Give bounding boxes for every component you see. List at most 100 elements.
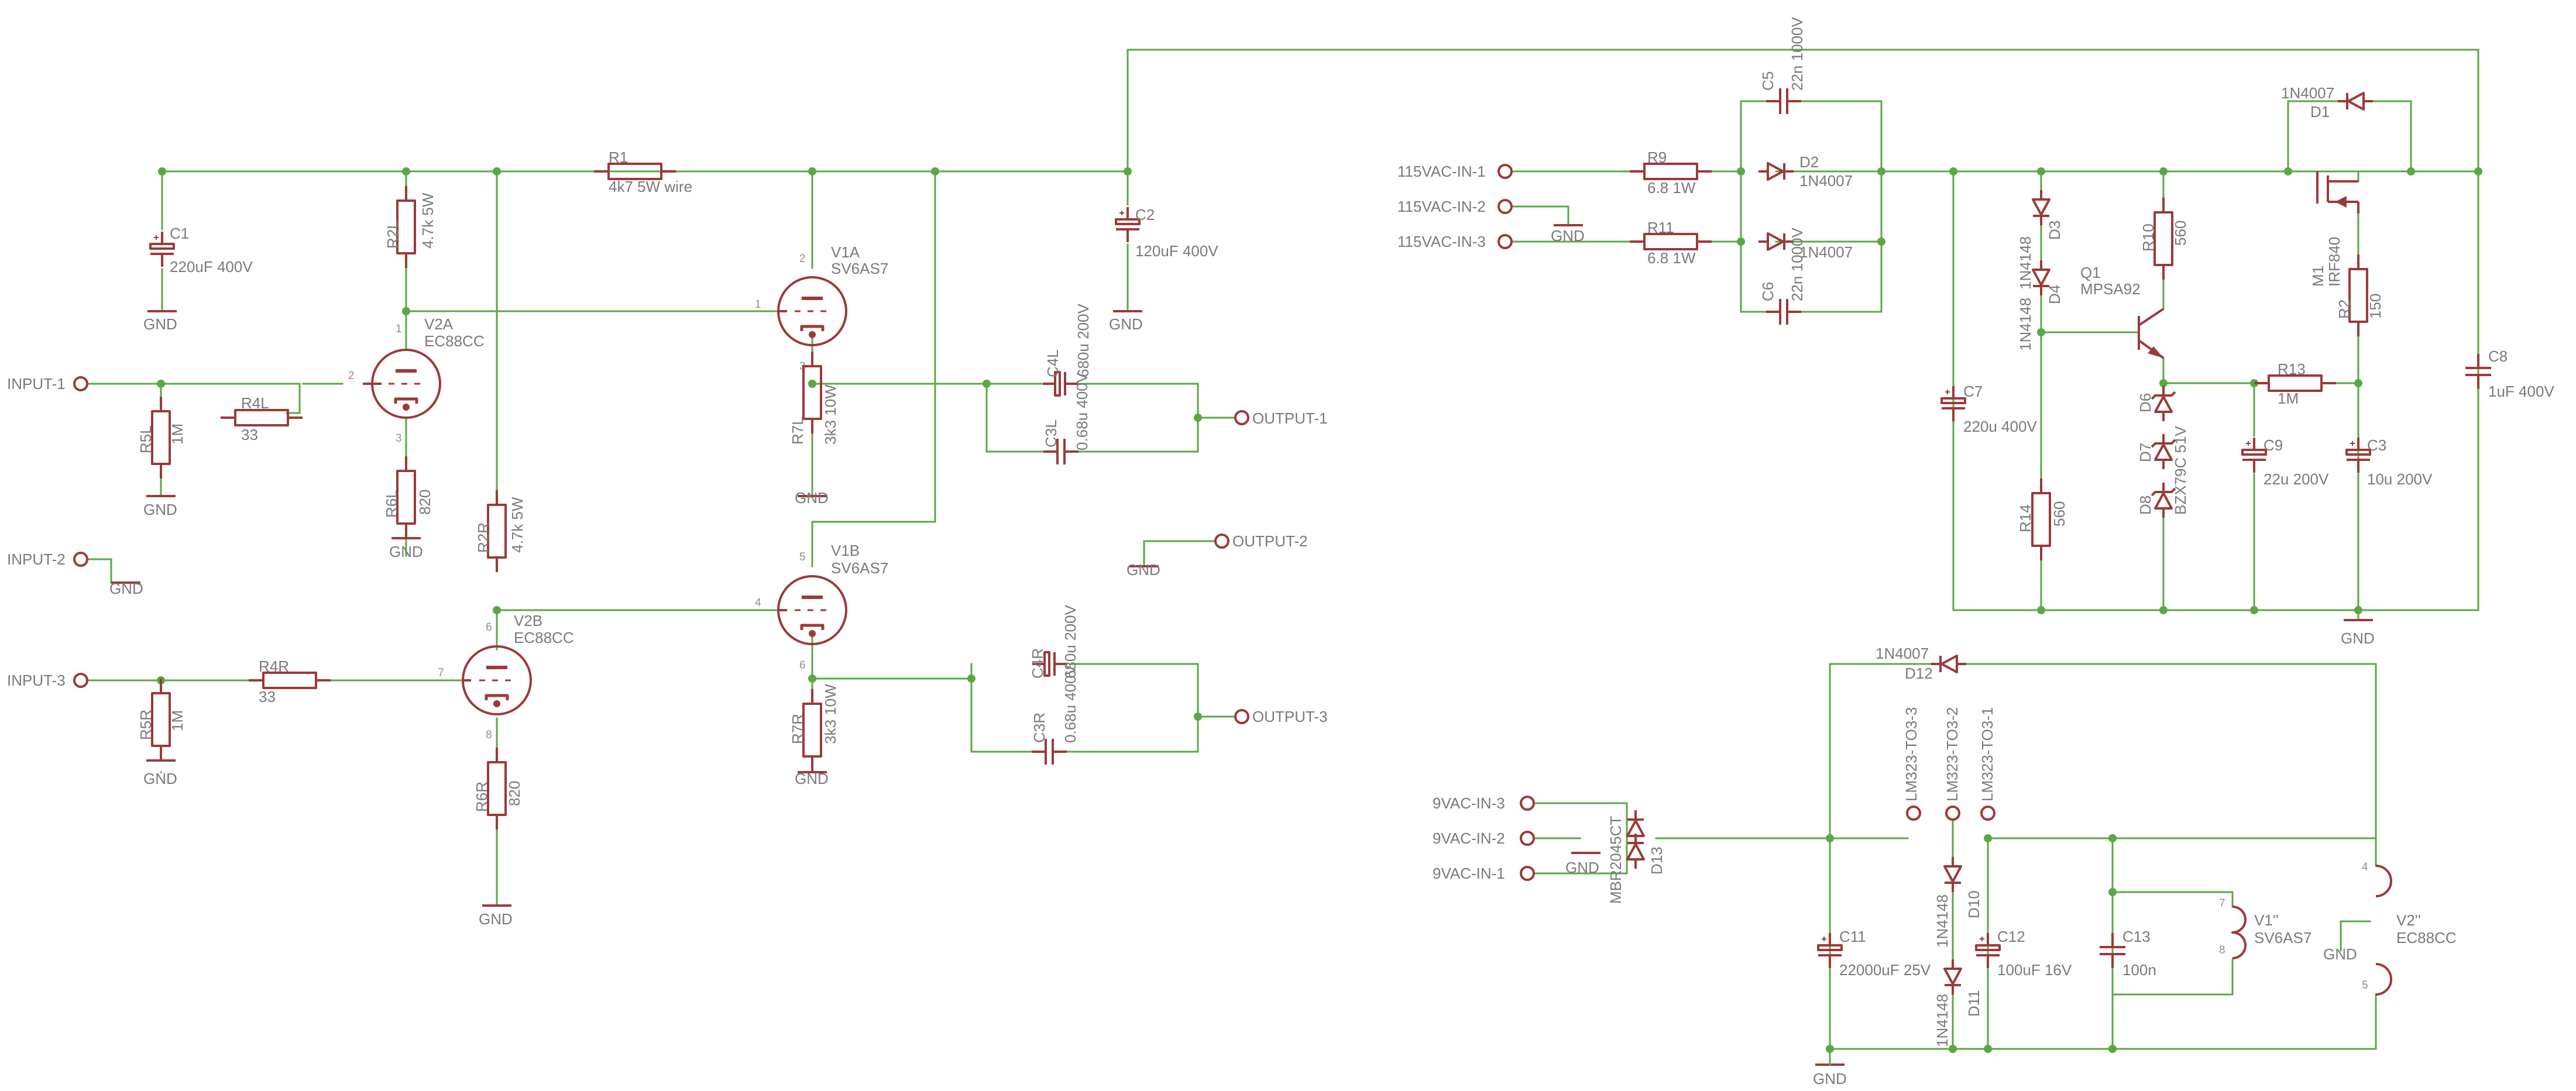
r7l-value: 3k3 10W bbox=[822, 384, 839, 445]
r14-value: 560 bbox=[2051, 501, 2068, 526]
capacitor-c12: C12 100uF 16V bbox=[1975, 928, 2072, 979]
mosfet-m1: M1 IRF840 bbox=[2309, 171, 2359, 287]
r10-value: 560 bbox=[2172, 221, 2189, 246]
d3-name: D3 bbox=[2046, 221, 2063, 240]
r9-value: 6.8 1W bbox=[1647, 179, 1696, 197]
r2l-value: 4.7k 5W bbox=[419, 192, 437, 249]
input-3-label: INPUT-3 bbox=[7, 672, 66, 689]
vac9-in-3-label: 9VAC-IN-3 bbox=[1433, 794, 1505, 812]
d7-name: D7 bbox=[2137, 443, 2154, 462]
v1a-name: V1A bbox=[831, 243, 860, 261]
svg-text:4: 4 bbox=[2362, 861, 2368, 873]
resistor-r1: R1 4k7 5W wire bbox=[593, 149, 692, 195]
capacitor-c6: C6 22n 1000V bbox=[1759, 228, 1806, 326]
v1a-value: SV6AS7 bbox=[831, 260, 888, 277]
gnd-label: GND bbox=[143, 501, 177, 518]
d10-value: 1N4148 bbox=[1933, 894, 1951, 948]
resistor-r7l: R7L 3k3 10W GND bbox=[789, 350, 839, 507]
r2-name: R2 bbox=[2335, 300, 2353, 319]
d6-name: D6 bbox=[2137, 393, 2154, 412]
r13-value: 1M bbox=[2278, 390, 2299, 407]
vac-in-3-connector: 115VAC-IN-3 bbox=[1397, 233, 1513, 250]
gnd-label: GND bbox=[143, 770, 177, 787]
m1-name: M1 bbox=[2309, 266, 2327, 287]
c1-name: C1 bbox=[170, 225, 189, 242]
svg-text:7: 7 bbox=[2219, 897, 2225, 910]
output-3-label: OUTPUT-3 bbox=[1252, 708, 1328, 725]
diode-d10: 1N4148 D10 bbox=[1933, 856, 1983, 948]
output-2-label: OUTPUT-2 bbox=[1232, 532, 1308, 550]
d11-value: 1N4148 bbox=[1933, 994, 1951, 1047]
r7r-value: 3k3 10W bbox=[822, 684, 839, 744]
c4l-value: 680u 200V bbox=[1074, 304, 1092, 377]
tube-v2b: V2B EC88CC 6 7 8 bbox=[438, 612, 574, 741]
v1h-name: V1'' bbox=[2254, 911, 2279, 929]
r4l-value: 33 bbox=[241, 426, 258, 443]
c13-value: 100n bbox=[2122, 961, 2156, 979]
r13-name: R13 bbox=[2278, 360, 2306, 378]
d10-name: D10 bbox=[1965, 890, 1983, 918]
gnd-label: GND bbox=[1126, 561, 1160, 579]
vac-in-1-label: 115VAC-IN-1 bbox=[1397, 163, 1486, 180]
gnd-label: GND bbox=[2341, 629, 2375, 647]
svg-text:6: 6 bbox=[799, 659, 806, 672]
c9-name: C9 bbox=[2264, 436, 2283, 454]
svg-text:5: 5 bbox=[2362, 979, 2368, 992]
r2r-value: 4.7k 5W bbox=[509, 497, 526, 553]
svg-text:6: 6 bbox=[486, 621, 492, 634]
c3-name: C3 bbox=[2367, 436, 2386, 454]
c2-value: 120uF 400V bbox=[1135, 242, 1218, 260]
lm323-connectors: LM323-TO3-3 LM323-TO3-2 LM323-TO3-1 bbox=[1902, 707, 1996, 821]
input-2-label: INPUT-2 bbox=[7, 550, 66, 568]
capacitor-c5: C5 22n 1000V bbox=[1759, 17, 1806, 115]
d13-name: D13 bbox=[1648, 846, 1665, 875]
c5-value: 22n 1000V bbox=[1788, 17, 1806, 91]
r1-name: R1 bbox=[609, 149, 628, 166]
r5l-value: 1M bbox=[169, 424, 186, 445]
heater-v2h: 4 5 V2'' EC88CC GND bbox=[2323, 861, 2457, 996]
vac-in-3-label: 115VAC-IN-3 bbox=[1397, 233, 1486, 250]
c1-value: 220uF 400V bbox=[170, 258, 253, 276]
resistor-r6l: R6L 820 GND bbox=[383, 455, 434, 560]
zener-d8: D8 BZX79C 51V bbox=[2137, 426, 2189, 519]
diode-d1: 1N4007 D1 bbox=[2281, 84, 2374, 121]
vac9-in-2-label: 9VAC-IN-2 bbox=[1433, 830, 1505, 847]
diode-d4007: 1N4007 bbox=[1757, 232, 1853, 261]
m1-value: IRF840 bbox=[2326, 237, 2343, 287]
d1-value: 1N4007 bbox=[2281, 84, 2334, 102]
c6-name: C6 bbox=[1759, 282, 1777, 301]
gnd-label: GND bbox=[1565, 859, 1599, 876]
gnd-label: GND bbox=[795, 770, 829, 787]
r6r-name: R6R bbox=[473, 782, 490, 812]
d12-name: D12 bbox=[1905, 665, 1933, 682]
junctions bbox=[157, 167, 2482, 1053]
r4r-name: R4R bbox=[259, 658, 289, 675]
gnd-label: GND bbox=[109, 580, 143, 597]
d2-value: 1N4007 bbox=[1799, 172, 1853, 190]
lm323-1-label: LM323-TO3-1 bbox=[1979, 707, 1996, 801]
zener-d6: D6 bbox=[2137, 385, 2176, 422]
output-1-connector: OUTPUT-1 bbox=[1234, 409, 1328, 427]
gnd-label: GND bbox=[1551, 227, 1585, 245]
q1-value: MPSA92 bbox=[2080, 280, 2141, 298]
d12-value: 1N4007 bbox=[1876, 645, 1929, 662]
r10-name: R10 bbox=[2139, 223, 2157, 252]
c3r-value: 0.68u 400V bbox=[1062, 665, 1079, 743]
vac-in-1-connector: 115VAC-IN-1 bbox=[1397, 163, 1513, 180]
c7-name: C7 bbox=[1963, 383, 1983, 400]
c12-name: C12 bbox=[1997, 928, 2025, 945]
resistor-r13: R13 1M bbox=[2253, 360, 2337, 407]
resistor-r7r: R7R 3k3 10W GND bbox=[789, 684, 839, 787]
c9-value: 22u 200V bbox=[2264, 470, 2329, 488]
resistor-r4l: R4L 33 bbox=[219, 394, 304, 443]
c2-name: C2 bbox=[1135, 206, 1155, 223]
c3l-value: 0.68u 400V bbox=[1073, 372, 1091, 450]
r2r-name: R2R bbox=[475, 522, 492, 553]
q1-name: Q1 bbox=[2080, 264, 2101, 281]
diode-d12: 1N4007 D12 bbox=[1876, 645, 1967, 682]
gnd-label: GND bbox=[795, 489, 829, 507]
c3-value: 10u 200V bbox=[2367, 470, 2433, 488]
svg-text:8: 8 bbox=[486, 729, 492, 741]
diode-d13: MBR2045CT D13 bbox=[1607, 809, 1665, 904]
